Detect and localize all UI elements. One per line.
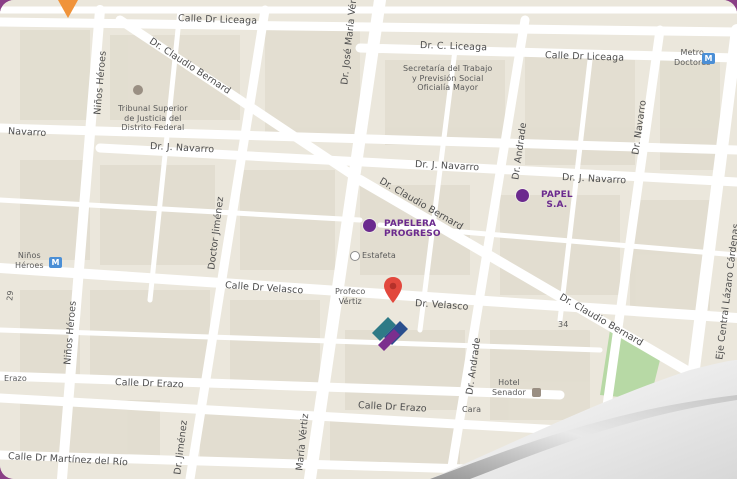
poi-secretaria-trabajo: Secretaría del Trabajo y Previsión Socia… [403,64,493,93]
address-number-29: 29 [5,290,16,302]
street-label-erazo-small: Erazo [4,374,27,383]
hotel-icon [532,388,541,397]
poi-tribunal-superior: Tribunal Superior de Justicia del Distri… [118,104,188,133]
street-label-dr-c-liceaga: Dr. C. Liceaga [419,40,488,54]
street-label-calle-dr-liceaga-2: Calle Dr Liceaga [544,50,625,64]
poi-estafeta: Estafeta [362,251,396,260]
orange-marker-icon [58,0,78,18]
metro-doctores-icon: M [702,53,715,64]
papel-sa-label: PAPEL S.A. [541,190,573,211]
metro-ninos-heroes-icon: M [49,257,62,268]
papelera-progreso-dot[interactable] [363,219,376,232]
papel-sa-dot[interactable] [516,189,529,202]
papelera-progreso-label: PAPELERA PROGRESO [384,219,441,240]
street-label-calle-dr-erazo-left: Calle Dr Erazo [114,377,184,391]
poi-tribunal-icon [133,85,143,95]
poi-profeco-vertiz: Profeco Vértiz [335,287,366,306]
address-number-34: 34 [558,320,569,329]
poi-ninos-heroes-metro-label: Niños Héroes [15,251,44,270]
poi-metro-doctores-label: Metro Doctores [674,48,711,67]
label-cara: Cara [462,405,482,414]
street-label-navarro: Navarro [7,126,47,139]
company-logo-icon [372,317,408,351]
location-pin-icon[interactable] [383,276,403,304]
street-label-calle-dr-liceaga: Calle Dr Liceaga [177,13,258,27]
estafeta-icon [350,251,360,261]
poi-hotel-senador: Hotel Senador [492,378,526,397]
